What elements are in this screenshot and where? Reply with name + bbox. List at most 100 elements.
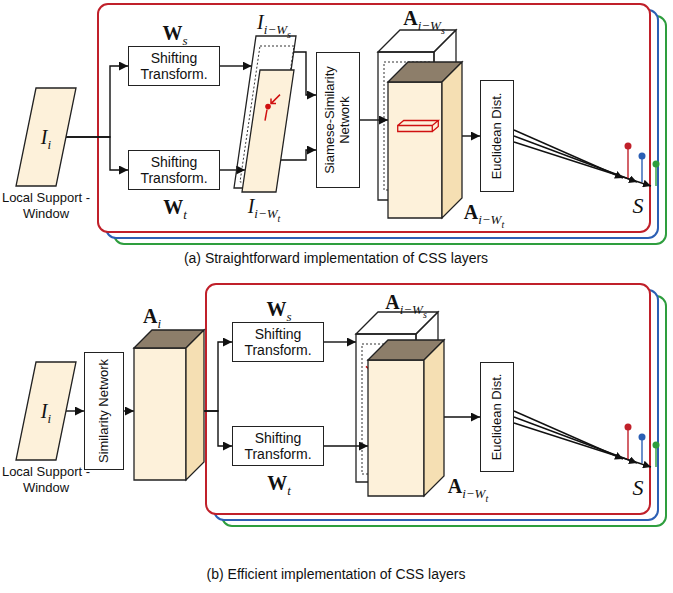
- cube-face: [416, 312, 438, 482]
- input-window: IiLocal Support -Window: [16, 88, 76, 186]
- symbol-subscript: i−W: [264, 22, 287, 37]
- shape-outline: [234, 36, 296, 188]
- distance-box: Euclidean Dist.: [480, 80, 514, 192]
- box-label: Shifting Transform.: [129, 50, 219, 82]
- flow-arrow: [444, 416, 480, 417]
- shape-outline: [356, 312, 438, 482]
- flow-arrow: [360, 119, 388, 120]
- flow-arrow: [66, 410, 84, 411]
- lollipop-head: [653, 442, 660, 449]
- plane-outline: [242, 70, 294, 192]
- output-arrow: [514, 142, 651, 186]
- lollipop-head: [639, 434, 646, 441]
- dotted-volume: [384, 62, 430, 190]
- cube-face: [368, 340, 444, 360]
- feature-cube: Ai: [134, 330, 204, 480]
- shift-arrow: [265, 110, 267, 121]
- cube-face: [442, 62, 462, 218]
- flow-arrow: [220, 65, 252, 66]
- cube-face: [388, 62, 462, 82]
- math-symbol: Ai−Wt: [464, 202, 504, 222]
- output-b: [514, 411, 660, 467]
- shifted-window: Ii−Wt: [242, 70, 294, 192]
- process-box: WsShifting Transform.: [232, 322, 324, 362]
- lollipop-head: [653, 161, 660, 168]
- shape-outline: [134, 330, 204, 480]
- layer-stack-b: [206, 284, 666, 526]
- flow-arrow: [66, 66, 128, 137]
- symbol-base: W: [267, 472, 287, 494]
- plane-outline: [234, 36, 296, 188]
- process-box: WsShifting Transform.: [128, 46, 220, 86]
- flow-arrow: [204, 411, 232, 446]
- symbol-base: A: [448, 475, 462, 497]
- symbol-base: W: [162, 22, 182, 44]
- cube-face: [388, 82, 442, 218]
- symbol-subscript: i−W: [418, 18, 441, 33]
- flow-arrow: [462, 135, 480, 136]
- flow-arrow: [124, 410, 134, 411]
- math-symbol: Wt: [267, 473, 291, 493]
- feature-vector: [398, 121, 439, 132]
- network-box: Siamese-Similarity Network: [316, 52, 360, 188]
- feature-cube: Ai−Ws: [378, 30, 456, 200]
- math-symbol: Ii−Wt: [248, 196, 281, 216]
- box-label: Shifting Transform.: [129, 154, 219, 186]
- box-label: Shifting Transform.: [233, 326, 323, 358]
- symbol-subscript: i−W: [478, 212, 501, 227]
- plane-outline: [16, 88, 76, 186]
- cube-face: [134, 348, 186, 480]
- process-box: WtShifting Transform.: [232, 426, 324, 466]
- flow-arrow: [324, 341, 356, 342]
- lollipop-stem: [641, 439, 642, 463]
- lollipop-head: [625, 143, 632, 150]
- math-symbol: Ii: [41, 127, 51, 147]
- lollipop-stem: [641, 158, 642, 182]
- math-symbol: Wt: [163, 197, 187, 217]
- cube-face: [378, 52, 434, 200]
- symbol-subscript: i: [48, 411, 52, 426]
- symbol-base: W: [266, 298, 286, 320]
- input-window: IiLocal Support -Window: [16, 362, 76, 460]
- cube-face: [434, 30, 456, 200]
- shape-outline: [388, 62, 462, 218]
- math-symbol: Ii: [41, 401, 51, 421]
- cube-face: [368, 360, 424, 496]
- process-box: WtShifting Transform.: [128, 150, 220, 190]
- symbol-subscript: i: [157, 316, 161, 331]
- lollipop-stem: [627, 429, 628, 459]
- symbol-subscript: i−W: [254, 206, 277, 221]
- feature-cube: Ai−Ws: [356, 312, 438, 482]
- symbol-subscript: i−W: [400, 302, 423, 317]
- shift-arrow: [271, 95, 280, 104]
- math-symbol: Ii−Ws: [257, 12, 291, 32]
- shape-outline: [378, 30, 456, 200]
- caption: (b) Efficient implementation of CSS laye…: [207, 566, 466, 582]
- box-label: Siamese-Similarity Network: [323, 57, 353, 183]
- plane-outline: [16, 362, 76, 460]
- symbol-subscript: s: [441, 25, 445, 36]
- symbol-base: A: [385, 291, 399, 313]
- symbol-base: W: [163, 196, 183, 218]
- feature-cube: Ai−Wt: [368, 340, 444, 496]
- cube-face: [186, 330, 204, 480]
- lollipop-head: [625, 424, 632, 431]
- symbol-base: I: [248, 195, 255, 217]
- layer-frame: [98, 4, 650, 232]
- output-arrow: [514, 423, 651, 467]
- box-label: Similarity Network: [97, 357, 112, 465]
- lollipop-stem: [627, 148, 628, 178]
- output-symbol: S: [633, 193, 644, 219]
- symbol-subscript: s: [423, 309, 427, 320]
- symbol-subscript: t: [183, 207, 187, 222]
- math-symbol: Ws: [162, 23, 187, 43]
- window-label: Local Support -Window: [0, 464, 96, 495]
- flow-arrow: [204, 342, 232, 411]
- window-label: Local Support -Window: [0, 190, 96, 221]
- flow-arrow: [324, 445, 368, 446]
- cube-face: [356, 334, 416, 482]
- flow-arrow: [281, 150, 316, 160]
- lollipop-stem: [655, 166, 656, 186]
- layer-stack-a: [98, 4, 666, 244]
- box-label: Shifting Transform.: [233, 430, 323, 462]
